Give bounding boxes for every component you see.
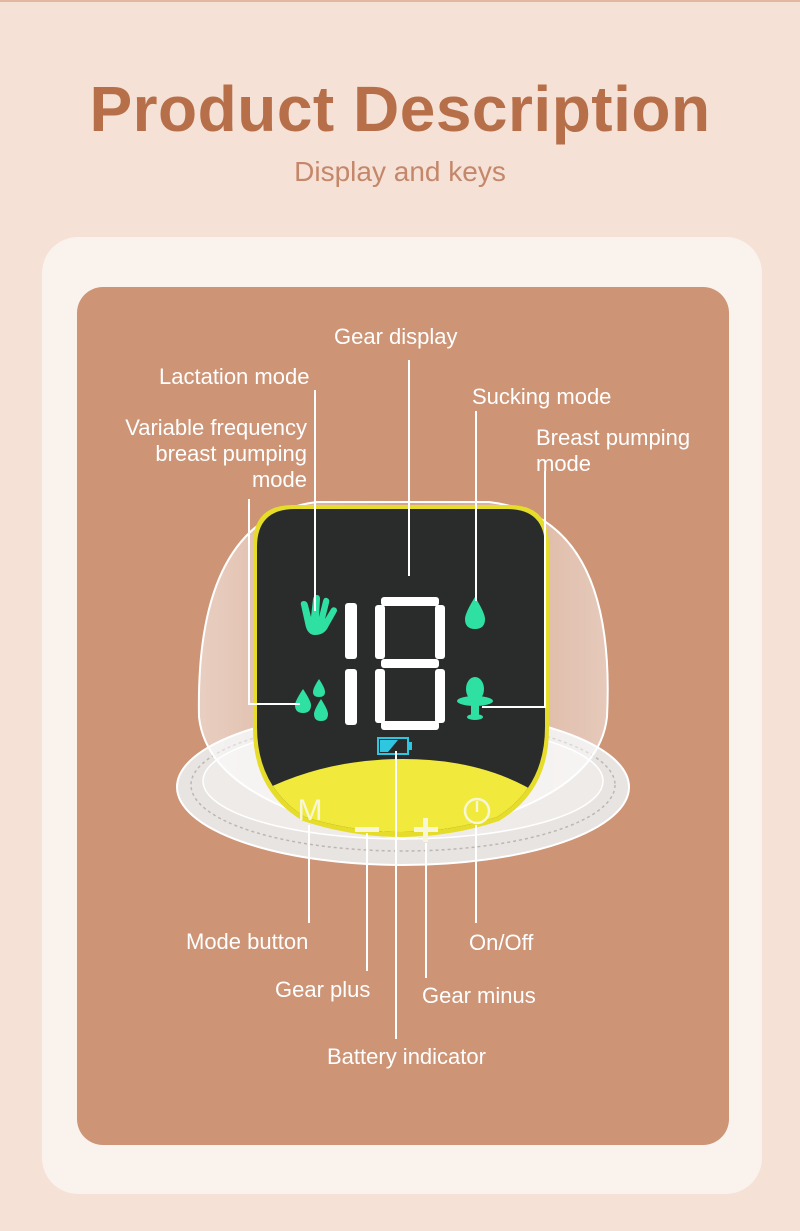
label-on-off: On/Off <box>469 930 534 955</box>
gear-display-line <box>408 360 410 576</box>
mode-button-line <box>308 825 310 923</box>
variable-frequency-line <box>248 499 250 704</box>
lactation-mode-line <box>314 390 316 611</box>
label-mode-button: Mode button <box>186 929 309 954</box>
page-title: Product Description <box>89 73 711 145</box>
hand-icon <box>300 595 337 635</box>
label-gear-display: Gear display <box>334 324 458 349</box>
drop-icon <box>465 597 485 629</box>
sucking-mode-line <box>475 411 477 601</box>
variable-frequency-line-h <box>248 703 300 705</box>
battery-indicator-line <box>395 751 397 1039</box>
breast-pumping-line <box>544 471 546 707</box>
label-gear-minus: Gear minus <box>422 983 536 1008</box>
top-divider <box>0 0 800 2</box>
diagram-panel: M Gear display Lactation mode Sucking mo… <box>77 287 729 1145</box>
gear-digit-1 <box>345 603 357 725</box>
battery-icon <box>377 737 412 755</box>
label-battery-indicator: Battery indicator <box>327 1044 486 1069</box>
minus-button[interactable] <box>355 827 379 832</box>
mode-button[interactable]: M <box>298 794 323 827</box>
page-subtitle: Display and keys <box>294 156 506 187</box>
double-drop-icon <box>295 679 328 721</box>
label-breast-pumping: Breast pumping mode <box>536 425 691 476</box>
gear-digit-8 <box>375 597 445 730</box>
on-off-line <box>475 825 477 923</box>
label-lactation-mode: Lactation mode <box>159 364 310 389</box>
button-area <box>257 759 545 832</box>
flower-icon <box>457 677 493 720</box>
label-variable-frequency: Variable frequency breast pumping mode <box>125 415 307 492</box>
gear-minus-line <box>425 843 427 978</box>
label-gear-plus: Gear plus <box>275 977 371 1002</box>
plus-button[interactable] <box>414 818 438 842</box>
breast-pumping-line-h <box>482 706 546 708</box>
power-icon[interactable] <box>463 797 491 825</box>
label-sucking-mode: Sucking mode <box>472 384 612 409</box>
gear-plus-line <box>366 833 368 971</box>
